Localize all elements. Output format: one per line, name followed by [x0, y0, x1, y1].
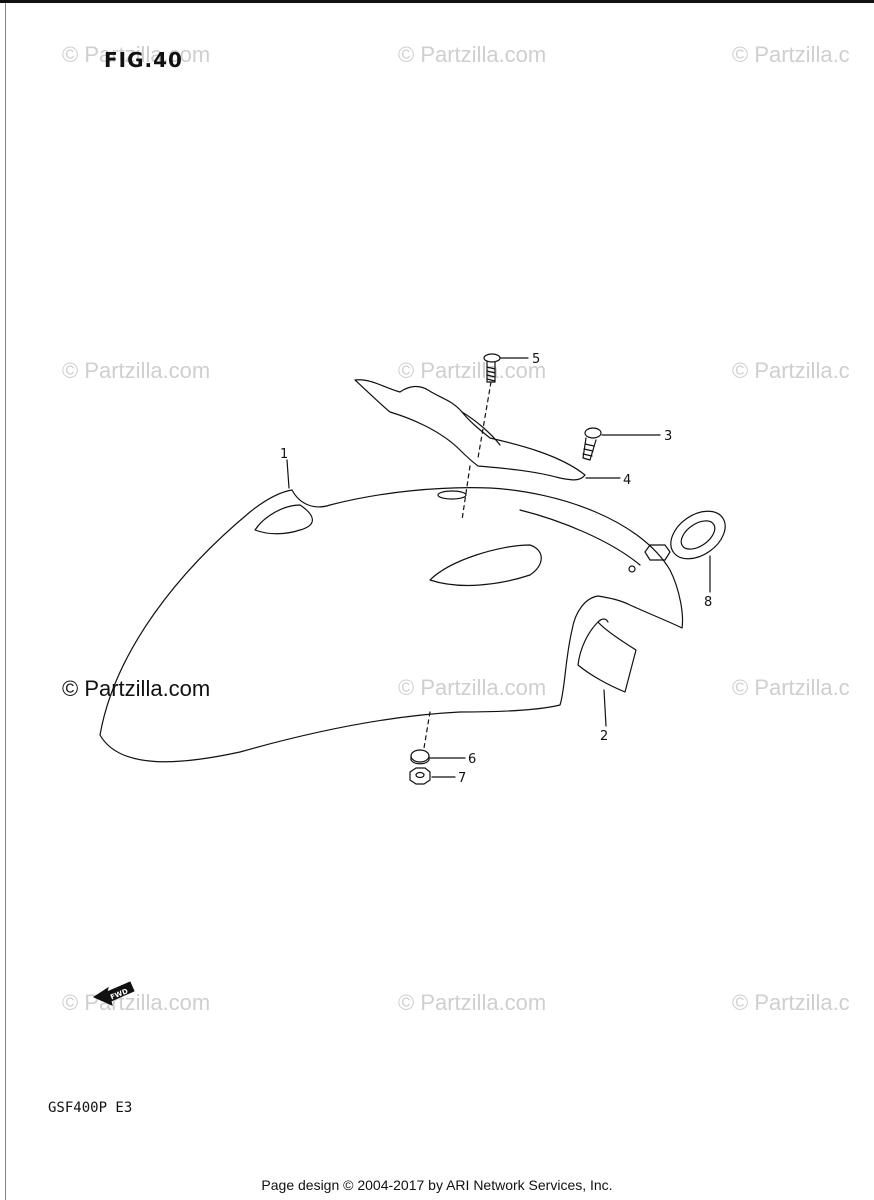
callout-7: 7	[458, 771, 466, 786]
bolt-head	[483, 353, 501, 363]
fender-liner-edge	[597, 618, 609, 623]
fender-mount-hole	[437, 490, 467, 500]
washer-side	[410, 755, 430, 765]
callout-3: 3	[664, 429, 672, 444]
screw-thread	[582, 443, 595, 457]
model-code: GSF400P E3	[48, 1100, 133, 1116]
forward-arrow-icon: FWD	[92, 981, 135, 1006]
grommet-hole	[680, 520, 716, 550]
callout-8: 8	[704, 595, 712, 610]
screw-shank	[582, 437, 597, 461]
top-border	[0, 0, 874, 3]
figure-title: FIG.40	[104, 48, 183, 72]
watermark-clipped: © Partzilla.c	[732, 42, 850, 67]
nut-hole	[415, 771, 425, 779]
fender-hole	[628, 565, 636, 573]
callout-2: 2	[600, 729, 608, 744]
watermark: © Partzilla.com	[398, 990, 547, 1015]
watermark: © Partzilla.com	[62, 990, 211, 1015]
leader-line-2	[603, 689, 607, 727]
front-fender	[99, 487, 684, 763]
watermark: © Partzilla.com	[398, 358, 547, 383]
assembly-line	[423, 711, 431, 749]
bolt-thread	[486, 366, 496, 382]
fender-vent	[429, 544, 542, 587]
callout-4: 4	[623, 473, 631, 488]
washer	[410, 749, 430, 763]
watermark-dark: © Partzilla.com	[62, 676, 211, 701]
assembly-line	[477, 381, 492, 459]
watermark-clipped: © Partzilla.c	[732, 358, 850, 383]
fender-brace-edge	[461, 411, 501, 446]
fender-scoop	[254, 504, 313, 535]
fender-brace	[354, 379, 586, 481]
nut	[409, 767, 431, 785]
left-border	[5, 3, 6, 1200]
watermark: © Partzilla.com	[62, 358, 211, 383]
watermark-clipped: © Partzilla.c	[732, 675, 850, 700]
fender-liner	[577, 621, 637, 693]
callout-5: 5	[532, 352, 540, 367]
callout-6: 6	[468, 752, 476, 767]
fender-inner-edge	[519, 509, 641, 566]
screw-head	[584, 427, 602, 439]
leader-line-1	[286, 459, 290, 489]
watermark-clipped: © Partzilla.c	[732, 990, 850, 1015]
watermark: © Partzilla.com	[398, 675, 547, 700]
grommet-stem	[644, 544, 671, 561]
callout-1: 1	[280, 447, 288, 462]
watermark: © Partzilla.com	[62, 42, 211, 67]
page-footer: Page design © 2004-2017 by ARI Network S…	[261, 1177, 613, 1193]
assembly-line	[461, 465, 471, 521]
grommet-flange	[670, 510, 726, 560]
watermark: © Partzilla.com	[398, 42, 547, 67]
